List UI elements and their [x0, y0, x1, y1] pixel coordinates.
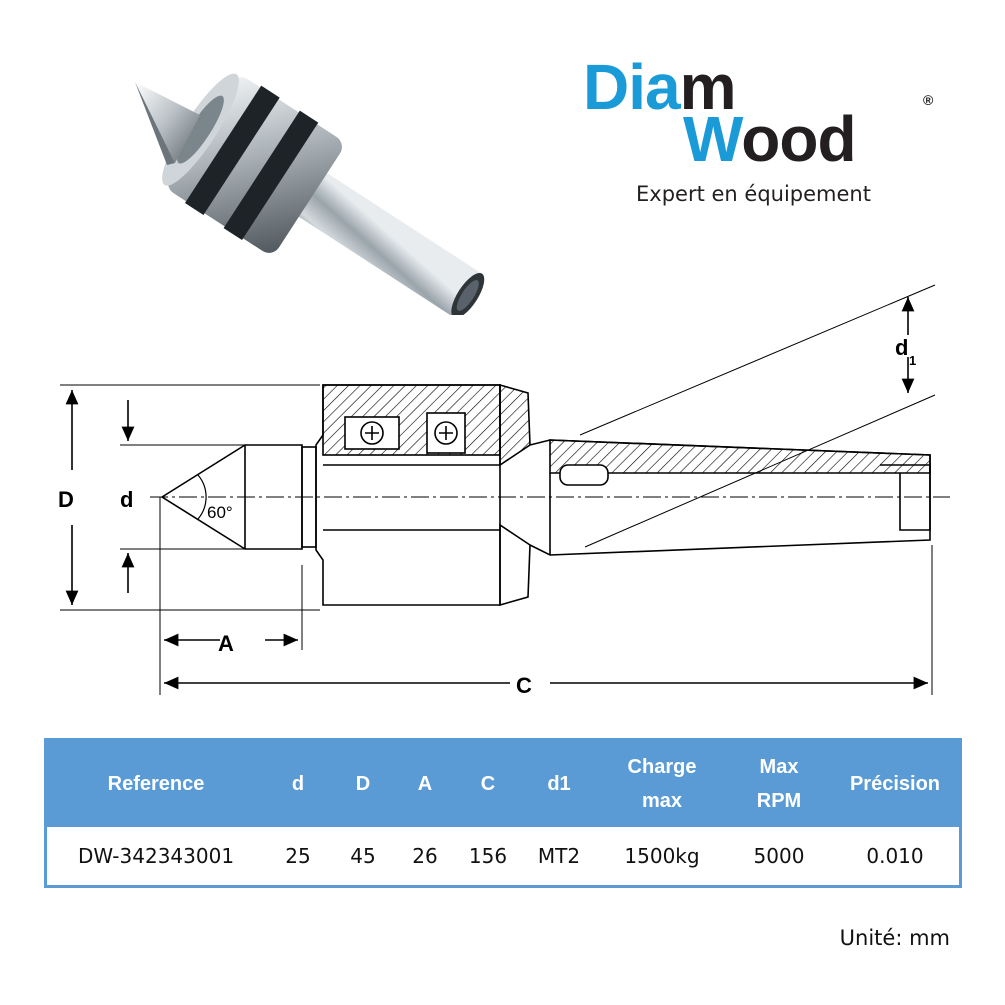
- cell-d: 25: [265, 827, 331, 887]
- dim-label-d1: d: [895, 335, 908, 360]
- header-d: d: [265, 739, 331, 827]
- dim-label-d: d: [120, 487, 133, 512]
- dim-label-angle: 60°: [207, 503, 233, 522]
- cell-reference: DW-342343001: [45, 827, 265, 887]
- cell-max-rpm: 5000: [727, 827, 831, 887]
- dim-label-C: C: [516, 673, 532, 698]
- header-C: C: [455, 739, 521, 827]
- header-d1: d1: [521, 739, 597, 827]
- cell-C: 156: [455, 827, 521, 887]
- product-photo: [135, 73, 485, 315]
- unit-note: Unité: mm: [839, 926, 950, 950]
- technical-drawing: D d A C d 1 60°: [58, 284, 950, 698]
- logo-word-wood: Wood: [683, 103, 857, 175]
- header-D: D: [331, 739, 395, 827]
- cell-charge-max: 1500kg: [597, 827, 727, 887]
- header-reference: Reference: [45, 739, 265, 827]
- header-precision: Précision: [831, 739, 961, 827]
- dim-label-d1-subscript: 1: [909, 353, 916, 368]
- dim-label-A: A: [218, 631, 234, 656]
- table-row: DW-342343001 25 45 26 156 MT2 1500kg 500…: [45, 827, 961, 887]
- header-A: A: [395, 739, 455, 827]
- dim-label-D: D: [58, 487, 74, 512]
- brand-logo: Diam Wood ® Expert en équipement: [578, 50, 958, 220]
- cell-d1: MT2: [521, 827, 597, 887]
- cell-A: 26: [395, 827, 455, 887]
- cell-D: 45: [331, 827, 395, 887]
- registered-mark: ®: [923, 92, 933, 108]
- logo-word-diam: Diam: [583, 51, 736, 123]
- brand-tagline: Expert en équipement: [636, 182, 871, 206]
- cell-precision: 0.010: [831, 827, 961, 887]
